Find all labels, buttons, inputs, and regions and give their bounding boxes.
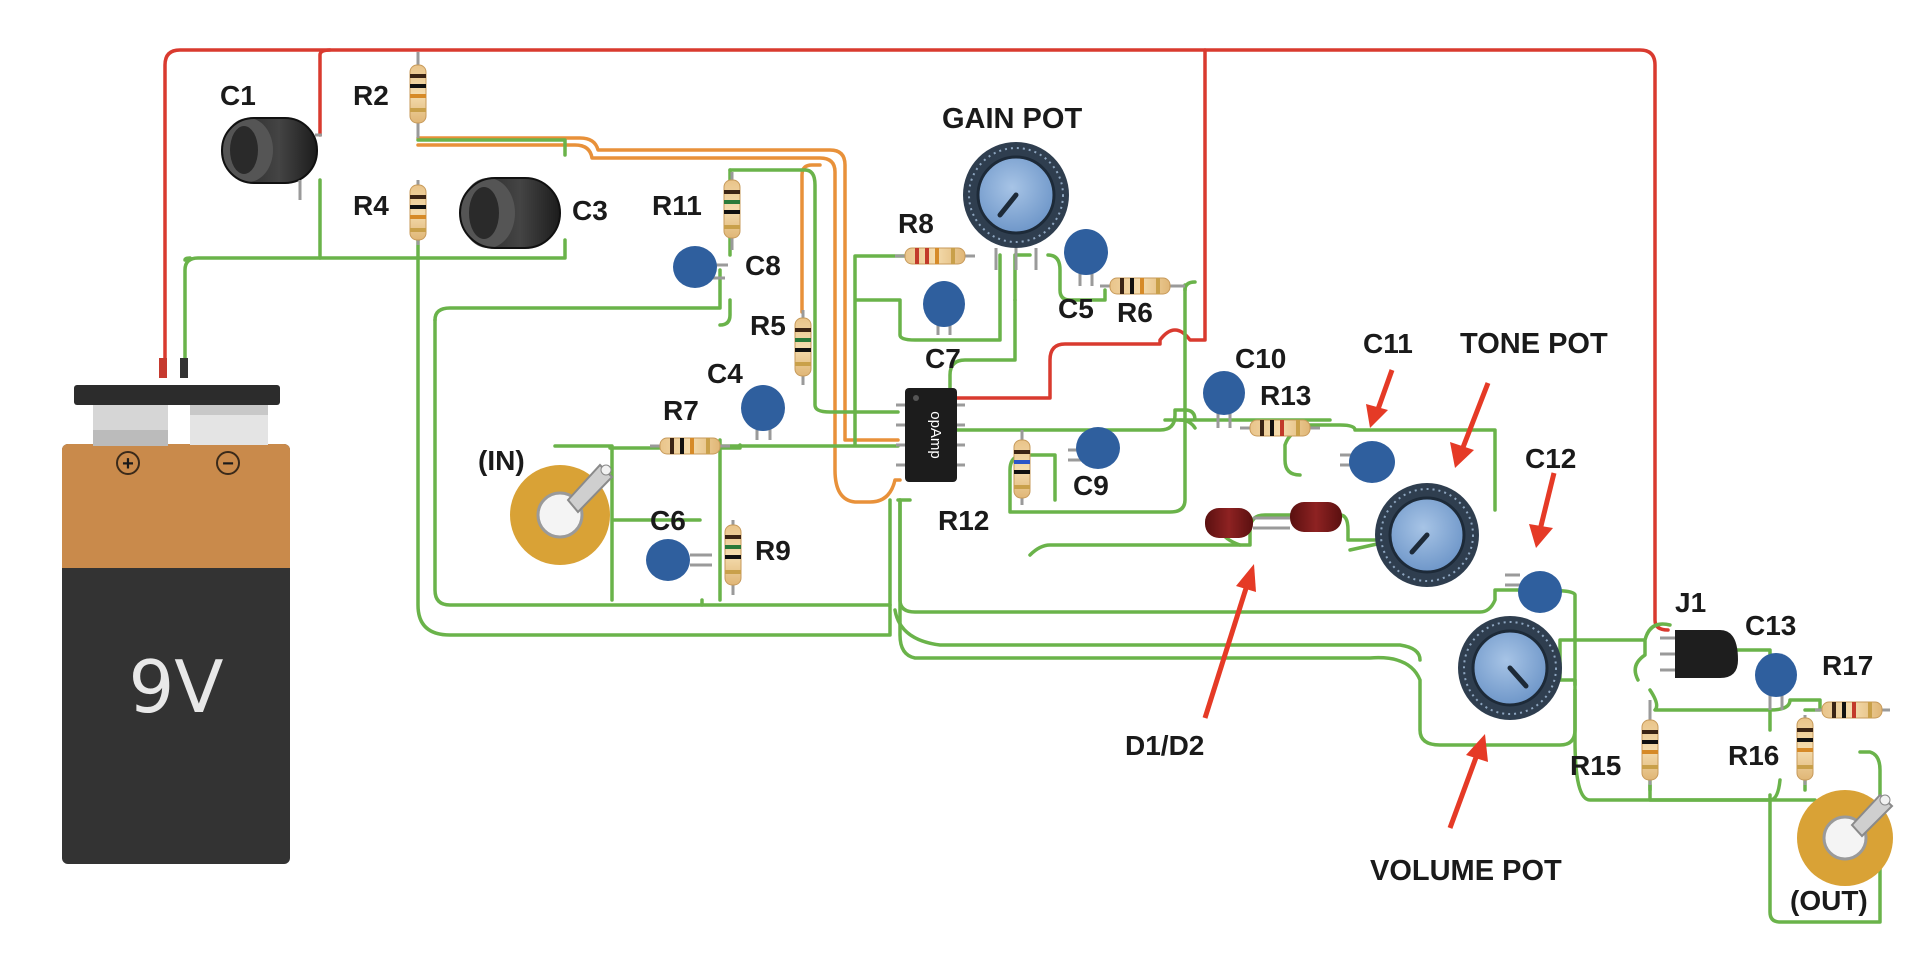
label-r11: R11 <box>652 190 702 221</box>
resistor-r11 <box>723 172 741 250</box>
output-jack <box>1797 790 1894 886</box>
capacitor-c3 <box>459 177 561 249</box>
resistor-r12 <box>1013 430 1031 505</box>
capacitor-c1 <box>221 117 322 200</box>
label-c10: C10 <box>1235 343 1286 374</box>
resistor-r8 <box>895 247 975 265</box>
capacitor-c4 <box>741 385 785 440</box>
resistor-r15 <box>1641 700 1659 785</box>
label-volume-pot: VOLUME POT <box>1370 855 1562 887</box>
capacitor-c8 <box>673 246 728 288</box>
resistor-r13 <box>1240 419 1320 437</box>
resistor-r2 <box>409 52 427 138</box>
resistor-r16 <box>1796 715 1814 785</box>
label-c4: C4 <box>707 358 743 389</box>
label-r5: R5 <box>750 310 786 341</box>
label-gain-pot: GAIN POT <box>942 103 1082 135</box>
battery-voltage-label: 9V <box>128 645 223 729</box>
label-r2: R2 <box>353 80 389 111</box>
callout-arrows <box>1202 369 1557 829</box>
label-r4: R4 <box>353 190 389 221</box>
label-r7: R7 <box>663 395 699 426</box>
capacitor-c11 <box>1340 441 1395 483</box>
label-j1: J1 <box>1675 587 1706 618</box>
label-diodes: D1/D2 <box>1125 730 1204 761</box>
capacitor-c10 <box>1203 371 1245 428</box>
label-c8: C8 <box>745 250 781 281</box>
capacitor-c5 <box>1064 229 1108 286</box>
battery-plus-sign: + <box>122 453 134 475</box>
resistor-r5 <box>794 310 812 385</box>
label-r6: R6 <box>1117 297 1153 328</box>
label-r17: R17 <box>1822 650 1873 681</box>
power-wires <box>163 48 1670 632</box>
signal-wires <box>416 136 902 504</box>
opamp-label: opAmp <box>927 411 944 459</box>
battery-minus-sign: − <box>222 453 234 475</box>
label-c11: C11 <box>1363 328 1413 359</box>
label-tone-pot: TONE POT <box>1460 328 1608 360</box>
capacitor-c9 <box>1068 427 1120 469</box>
label-c6: C6 <box>650 505 686 536</box>
gain-pot <box>963 142 1069 270</box>
label-c7: C7 <box>925 343 961 374</box>
label-output-jack: (OUT) <box>1790 885 1868 916</box>
label-input-jack: (IN) <box>478 445 525 476</box>
label-c12: C12 <box>1525 443 1576 474</box>
capacitor-c7 <box>923 281 965 335</box>
diodes-d1-d2 <box>1205 502 1342 538</box>
resistor-r4 <box>409 180 427 245</box>
transistor-j1 <box>1660 630 1738 678</box>
capacitor-c12 <box>1505 571 1562 613</box>
label-r16: R16 <box>1728 740 1779 771</box>
tone-pot <box>1375 483 1479 587</box>
input-jack <box>510 463 614 565</box>
label-r15: R15 <box>1570 750 1621 781</box>
label-r13: R13 <box>1260 380 1311 411</box>
label-c9: C9 <box>1073 470 1109 501</box>
label-r12: R12 <box>938 505 989 536</box>
capacitor-c13 <box>1755 653 1797 710</box>
resistor-r6 <box>1100 277 1185 295</box>
label-c5: C5 <box>1058 293 1094 324</box>
label-r8: R8 <box>898 208 934 239</box>
label-c3: C3 <box>572 195 608 226</box>
resistor-r9 <box>724 520 742 595</box>
label-r9: R9 <box>755 535 791 566</box>
label-c13: C13 <box>1745 610 1796 641</box>
volume-pot <box>1458 616 1562 720</box>
opamp-chip: opAmp <box>896 388 965 482</box>
battery-9v: + − 9V <box>62 358 290 864</box>
component-labels: C1 R2 R4 C3 R11 C8 R5 C4 R7 (IN) C6 R9 G… <box>220 80 1873 916</box>
resistor-r17 <box>1815 701 1890 719</box>
ground-wires <box>183 138 1882 924</box>
label-c1: C1 <box>220 80 256 111</box>
resistor-r7 <box>650 437 730 455</box>
capacitor-c6 <box>646 539 712 581</box>
